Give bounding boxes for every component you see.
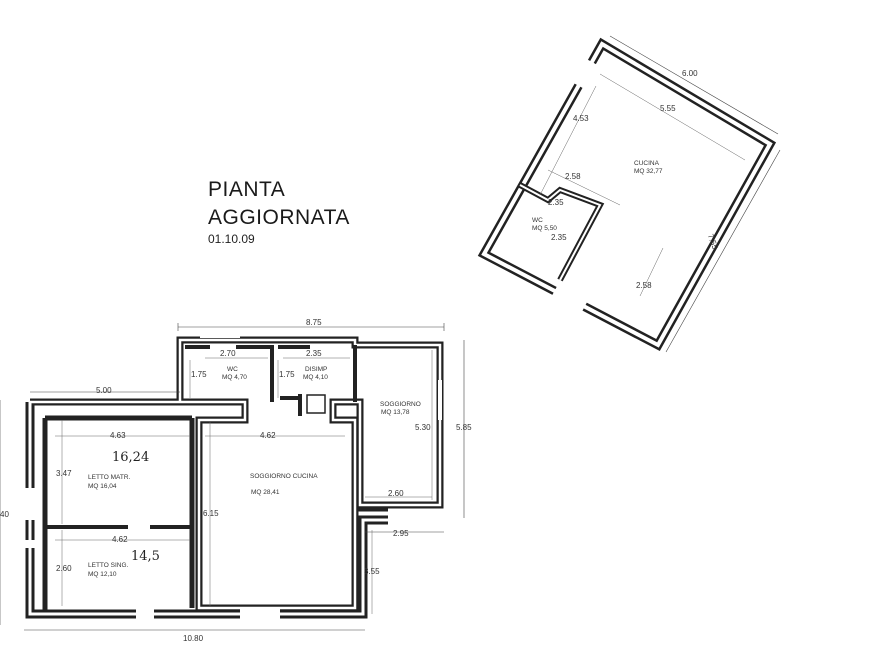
upper-dim-top-inner: 5.55: [660, 104, 676, 113]
room-disimp-name: DISIMP: [305, 366, 327, 373]
lower-dim-bottom-total: 10.80: [183, 634, 204, 643]
room-soggiorno-name: SOGGIORNO: [380, 401, 421, 408]
room-cucina-name: CUCINA: [634, 160, 660, 167]
lower-dim-right-bottom-outer: 2.95: [393, 529, 409, 538]
lower-dim-bed-height: 3.47: [56, 469, 72, 478]
lower-dim-bed2-width: 4.62: [112, 535, 128, 544]
upper-dim-mid: 2.58: [565, 172, 581, 181]
lower-dim-top-total: 8.75: [306, 318, 322, 327]
lower-dim-central-height: 6.15: [203, 509, 219, 518]
handwritten-area-2: 14,5: [131, 549, 160, 564]
upper-dim-bottom: 2.58: [636, 281, 652, 290]
upper-unit-walls: [477, 37, 777, 352]
lower-dim-wc-width: 2.70: [220, 349, 236, 358]
room-upper-wc-name: WC: [532, 217, 543, 224]
room-soggiorno-cucina-name: SOGGIORNO CUCINA: [250, 473, 318, 480]
upper-dim-wc-bottom: 2.35: [551, 233, 567, 242]
room-disimp-area: MQ 4,10: [303, 374, 328, 381]
lower-dim-right-outer: 5.85: [456, 423, 472, 432]
plan-title-line1: PIANTA: [208, 178, 286, 201]
lower-dim-bed-width: 4.63: [110, 431, 126, 440]
room-letto-matr-name: LETTO MATR.: [88, 474, 131, 481]
lower-dim-wc-height: 1.75: [191, 370, 207, 379]
room-cucina-area: MQ 32,77: [634, 168, 663, 175]
upper-dim-top-outer: 6.00: [682, 69, 698, 78]
room-letto-sing-name: LETTO SING.: [88, 562, 129, 569]
handwritten-area-1: 16,24: [112, 450, 149, 465]
lower-unit: 8.75 2.70 2.35 1.75 1.75 5.00 4.63 4.62 …: [0, 318, 472, 643]
plan-title-line2: AGGIORNATA: [208, 206, 350, 229]
lower-dim-left-outer: 40: [0, 510, 9, 519]
lower-dim-right-height: 5.30: [415, 423, 431, 432]
lower-dim-dis-height: 1.75: [279, 370, 295, 379]
lower-dim-bed2-height: 2.60: [56, 564, 72, 573]
plan-date: 01.10.09: [208, 232, 255, 246]
room-letto-sing-area: MQ 12,10: [88, 571, 117, 578]
upper-dim-left: 4.53: [573, 114, 589, 123]
room-soggiorno-cucina-area: MQ 28,41: [251, 489, 280, 496]
room-soggiorno-area: MQ 13,78: [381, 409, 410, 416]
lower-dim-dis-width: 2.35: [306, 349, 322, 358]
upper-dim-wc-top: 2.35: [548, 198, 564, 207]
lower-dim-left-width: 5.00: [96, 386, 112, 395]
lower-dim-right-bottom: 2.60: [388, 489, 404, 498]
room-upper-wc-area: MQ 5,50: [532, 225, 557, 232]
upper-unit: 6.00 5.55 4.53 7.55 2.58 2.35 2.35 2.58 …: [477, 35, 781, 353]
room-letto-matr-area: MQ 16,04: [88, 483, 117, 490]
lower-dim-step: 3.55: [364, 567, 380, 576]
room-wc-area: MQ 4,70: [222, 374, 247, 381]
room-wc-name: WC: [227, 366, 238, 373]
lower-dim-soggiorno-width: 4.62: [260, 431, 276, 440]
